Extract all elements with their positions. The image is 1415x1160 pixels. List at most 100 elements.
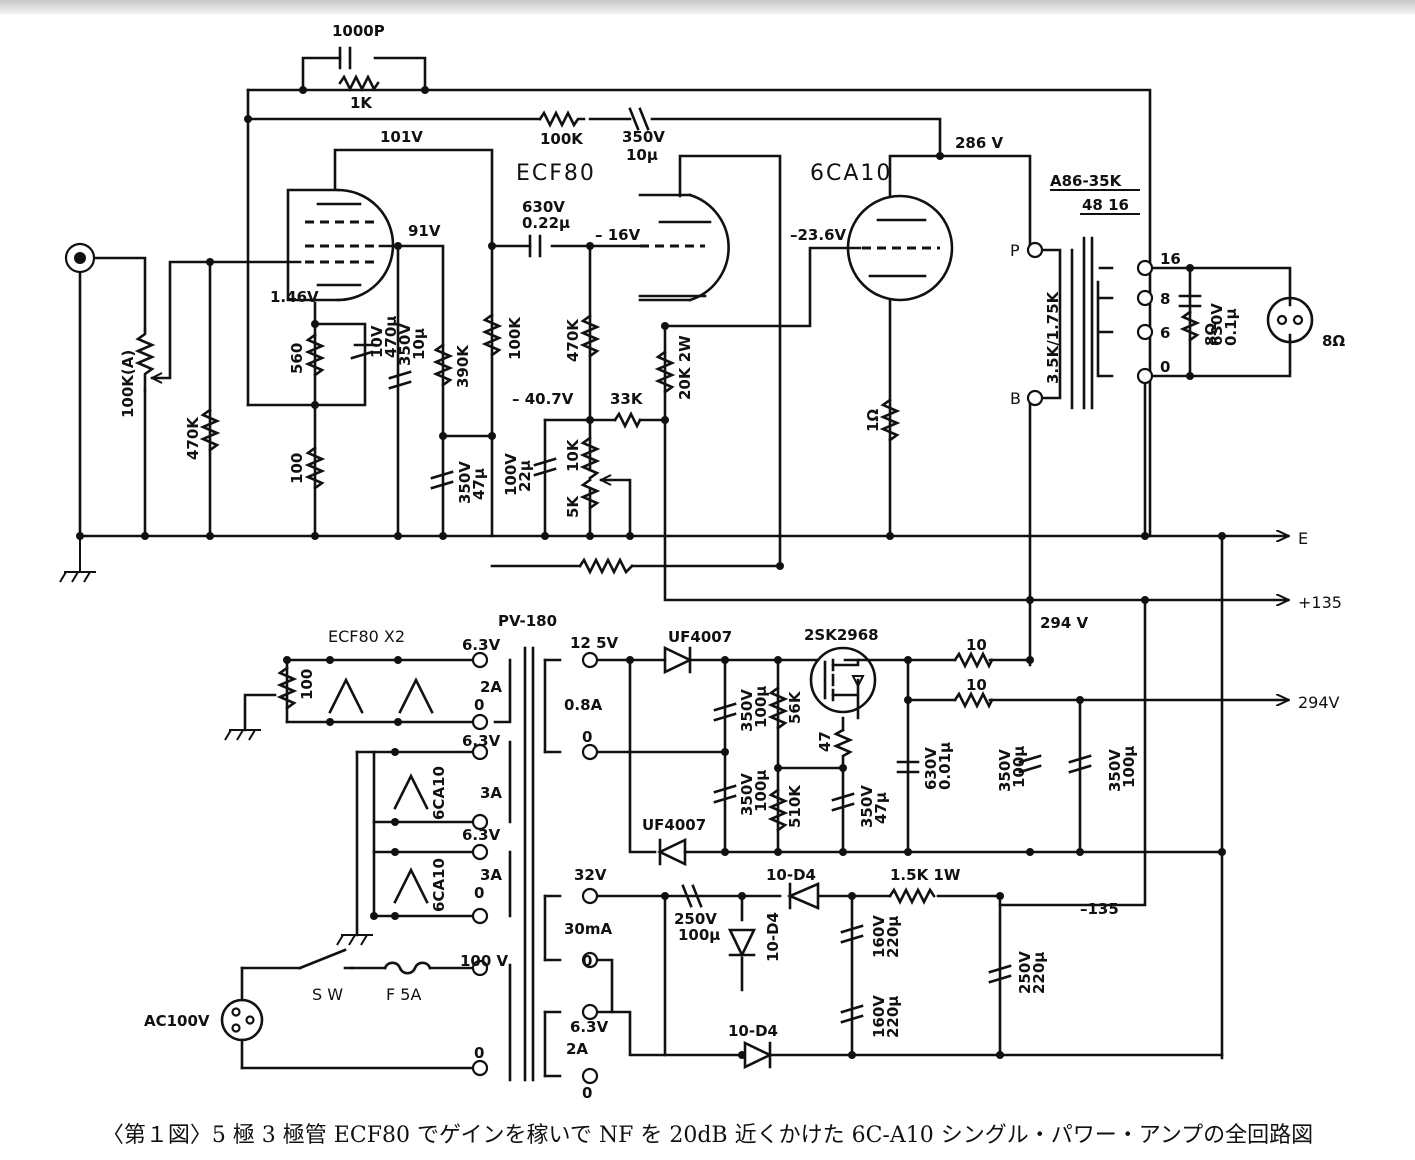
fuse-label: F 5A [386,985,421,1004]
ground-icon-2 [224,729,373,946]
opt-primary-impedance: 3.5K/1.75K [1044,290,1062,384]
c10-v: 250V [1016,951,1034,994]
rail-294v: 294V [1298,693,1340,712]
label-c350-10-v: 350V [396,323,414,366]
sec-63v-c: 6.3V [462,826,501,844]
label-c350-47-v: 350V [456,461,474,504]
opt-p-label: P [1010,241,1020,260]
opt-tap-6: 6 [1160,324,1170,342]
c1-v: 350V [738,689,756,732]
sec-08a: 0.8A [564,696,603,714]
heater-label-6ca10-b: 6CA10 [430,858,448,912]
label-c100v-c: 22μ [516,460,534,492]
voltage-294v: 294 V [1040,614,1089,632]
voltage-286v: 286 V [955,134,1004,152]
label-vr100k: 100K(A) [119,350,137,418]
zobel-cap-v: 630V [1208,303,1226,346]
label-c630-c: 0.22μ [522,214,570,232]
speaker-icon [1266,296,1314,344]
ptrans-model: PV-180 [498,612,557,630]
c9-v: 160V [870,995,888,1038]
c6-c: 100μ [1120,746,1138,788]
heater-winding-icons [276,666,434,904]
r47-label: 47 [816,731,834,752]
psu-dots [283,656,1226,1059]
diode-symbols [656,645,820,1070]
opt-tap-0: 0 [1160,358,1170,376]
label-c350-10-c: 10μ [410,328,428,360]
c4-c: 0.01μ [936,742,954,790]
label-10k: 10K [564,438,582,472]
tube-label-ecf80: ECF80 [516,161,596,186]
label-470k-grid: 470K [564,318,582,362]
c10-c: 220μ [1030,952,1048,994]
d4-label: 10-D4 [764,912,782,962]
opt-tap-8: 8 [1160,290,1170,308]
sec-63v-a: 6.3V [462,636,501,654]
pri-100v: 100 V [460,952,509,970]
transformer-terminals [471,651,599,1085]
sec-0-d: 0 [582,1084,592,1102]
c8-v: 160V [870,915,888,958]
window-top-strip [0,0,1415,14]
sec-2a-d: 2A [566,1040,588,1058]
sec-0-c: 0 [474,884,484,902]
opt-model: A86-35K [1050,172,1123,190]
psu-wiring [240,646,1288,1082]
junction-dots [76,86,1226,604]
opt-taps-line: 48 16 [1082,196,1129,214]
c2-v: 350V [738,773,756,816]
label-100: 100 [288,453,306,484]
label-470u: 470μ [382,316,400,358]
c7-c: 100μ [678,926,720,944]
heater-label-6ca10-a: 6CA10 [430,766,448,820]
capacitor-symbols [338,46,1202,490]
c6-v: 350V [1106,749,1124,792]
label-390k: 390K [454,344,472,388]
output-transformer-core-icon [1070,236,1114,410]
ac-label: AC100V [144,1012,210,1030]
sec-30ma: 30mA [564,920,613,938]
label-c630-v: 630V [522,198,565,216]
label-560: 560 [288,343,306,374]
label-nf-cap-c: 10μ [626,146,658,164]
fet-label: 2SK2968 [804,626,879,644]
label-1ohm: 1Ω [864,409,882,432]
label-470k-in: 470K [184,416,202,460]
opt-terminals [1026,241,1154,407]
mosfet-2sk2968-icon [809,646,877,720]
sec-32v: 32V [574,866,607,884]
tube-label-6ca10: 6CA10 [810,161,892,186]
r510k-label: 510K [786,784,804,828]
voltage-101v: 101V [380,128,423,146]
rail-p135: +135 [1298,593,1342,612]
label-nf-cap-v: 350V [622,128,665,146]
sec-0-125: 0 [582,728,592,746]
voltage-91v: 91V [408,222,441,240]
sec-63v-d: 6.3V [570,1018,609,1036]
sec-63v-b: 6.3V [462,732,501,750]
ground-icon [59,536,96,583]
psu-resistors [298,651,994,975]
label-20k-2w: 20K 2W [676,335,694,400]
d5-label: 10-D4 [728,1022,778,1040]
r56k-label: 56K [786,690,804,724]
switch-label: S W [312,985,343,1004]
diode-label-2: UF4007 [642,816,706,834]
opt-b-label: B [1010,389,1021,408]
amplifier-schematic: ECF80 6CA10 101V 91V 1.46V – 16V –23.6V … [59,22,1345,1102]
heater-resistor-100: 100 [298,669,316,700]
sec-2a: 2A [480,678,502,696]
label-100k-plate: 100K [506,316,524,360]
label-33k: 33K [610,390,644,408]
label-5k: 5K [564,495,582,518]
c5-v: 350V [996,749,1014,792]
c1-c: 100μ [752,686,770,728]
voltage-m16v: – 16V [595,226,641,244]
tube-ecf80-pentode-icon [286,188,395,302]
rail-e: E [1298,529,1308,548]
zobel-resistor: 8Ω [1202,323,1220,346]
pri-0: 0 [474,1044,484,1062]
label-c100v-v: 100V [502,453,520,496]
input-jack-icon [64,242,96,274]
